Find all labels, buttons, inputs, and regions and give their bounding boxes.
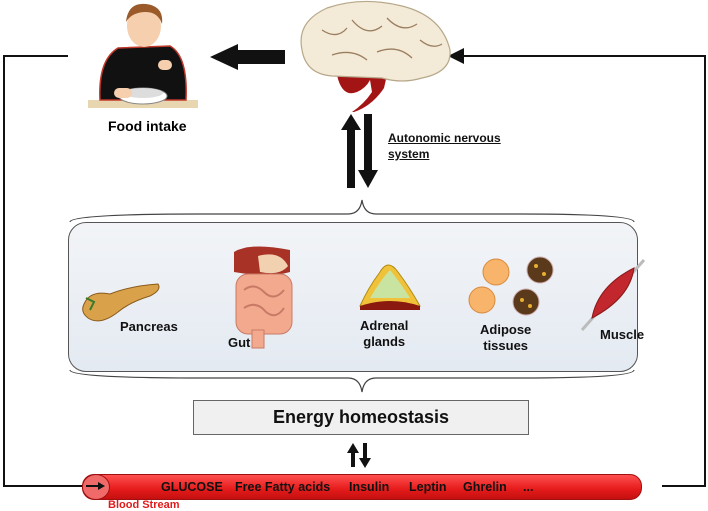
adrenal-line2: glands: [363, 334, 406, 349]
adipose-tissues-icon: [468, 256, 554, 316]
pancreas-icon: [82, 283, 160, 322]
top-brace: [69, 199, 635, 223]
adipose-line1: Adipose: [480, 322, 532, 337]
molecule-ghrelin: Ghrelin: [463, 480, 507, 494]
brain-to-food-arrow: [210, 44, 285, 70]
ans-line1: Autonomic nervous: [388, 131, 501, 145]
right-loop-line: [448, 48, 706, 487]
blood-stream-label: Blood Stream: [108, 499, 180, 511]
energy-homeostasis-box: Energy homeostasis: [193, 400, 529, 435]
molecule-leptin: Leptin: [409, 480, 447, 494]
vessel-entry-arrow-icon: [86, 482, 105, 490]
molecule-ellipsis: ...: [523, 480, 534, 494]
autonomic-nervous-system-label: Autonomic nervous system: [388, 130, 501, 162]
pancreas-label: Pancreas: [120, 319, 178, 334]
ans-up-arrow: [341, 114, 361, 188]
ans-line2: system: [388, 147, 430, 161]
organ-panel: [68, 222, 638, 372]
adrenal-glands-icon: [359, 264, 421, 310]
molecule-insulin: Insulin: [349, 480, 390, 494]
muscle-label: Muscle: [600, 327, 645, 342]
person-eating-illustration: [88, 3, 198, 108]
adrenal-line1: Adrenal: [360, 318, 409, 333]
left-loop-line: [3, 55, 104, 494]
molecule-glucose: GLUCOSE: [161, 480, 223, 494]
brain-icon: [300, 0, 451, 112]
bottom-brace: [69, 369, 635, 393]
muscle-icon: [580, 259, 646, 331]
food-intake-label: Food intake: [108, 118, 187, 134]
molecule-free-fatty-acids: Free Fatty acids: [235, 480, 331, 494]
gut-label: Gut: [228, 335, 251, 350]
gut-icon: [234, 246, 293, 349]
adipose-line2: tissues: [483, 338, 529, 353]
eh-down-arrow: [359, 443, 371, 468]
adrenal-glands-label: Adrenal glands: [360, 318, 408, 350]
adipose-tissues-label: Adipose tissues: [480, 322, 531, 354]
eh-up-arrow: [347, 443, 359, 467]
blood-vessel: GLUCOSE Free Fatty acids Insulin Leptin …: [82, 474, 642, 500]
ans-down-arrow: [358, 114, 378, 188]
